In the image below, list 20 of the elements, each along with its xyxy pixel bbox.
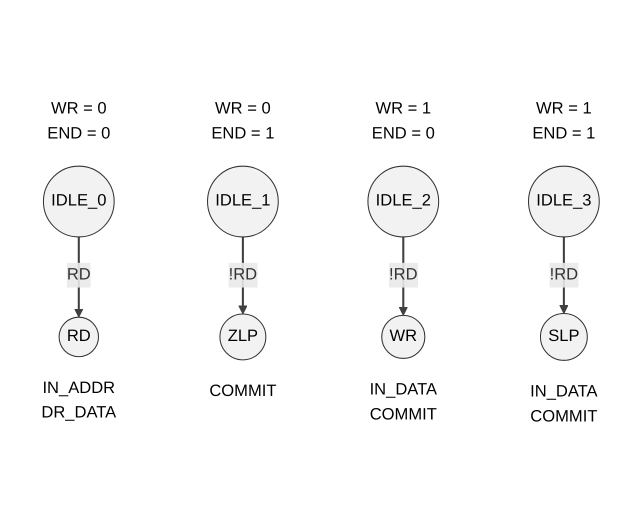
edge-label: !RD [228, 266, 258, 284]
node-label: IN_DATA COMMIT [530, 383, 598, 426]
node-label: IN_ADDR DR_DATA [41, 380, 116, 422]
node-circle: ZLP [219, 314, 266, 361]
node-circle: IDLE_1 [207, 166, 279, 238]
node-circle: IDLE_0 [42, 166, 115, 238]
edge-label: !RD [389, 266, 418, 284]
node-label: WR = 1 END = 1 [532, 100, 596, 143]
node-circle: RD [58, 316, 100, 358]
node-circle: IDLE_3 [528, 166, 600, 238]
node-label: WR = 1 END = 0 [372, 100, 435, 143]
node-label: WR = 0 END = 1 [211, 100, 274, 143]
edge-label: !RD [550, 266, 578, 284]
node-circle: IDLE_2 [367, 166, 440, 238]
node-label: WR = 0 END = 0 [47, 100, 110, 143]
node-circle: WR [381, 315, 426, 360]
edge-label: RD [66, 266, 91, 284]
node-label: COMMIT [209, 382, 276, 400]
node-label: IN_DATA COMMIT [370, 381, 438, 424]
node-circle: SLP [540, 313, 588, 362]
